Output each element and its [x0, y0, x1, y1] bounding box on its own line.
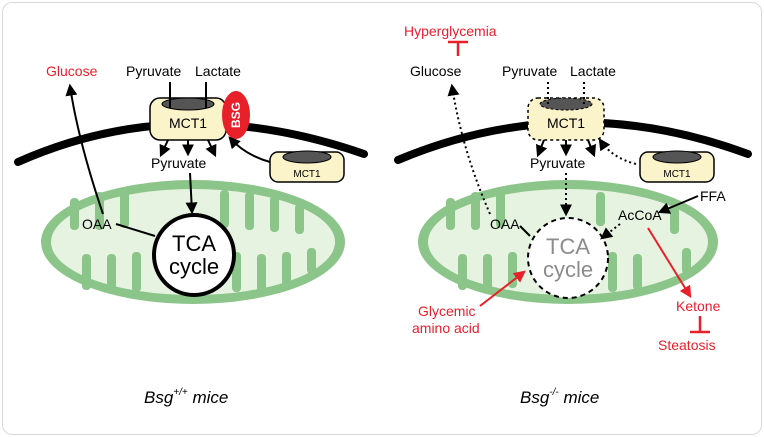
acoa-label: AcCoA	[618, 207, 662, 223]
tca-label: TCA	[546, 234, 590, 259]
panel-wildtype: TCA cycle MCT1 BSG MCT1 Glucose Pyruvate…	[14, 63, 368, 407]
arrow-mct-down-1	[159, 139, 171, 158]
arrow-mct-down-3	[205, 139, 217, 158]
arrow-oaa-to-glucose	[65, 83, 104, 215]
svg-text:MCT1: MCT1	[293, 169, 321, 180]
oaa-label: OAA	[490, 216, 520, 232]
steatosis-label: Steatosis	[658, 337, 716, 353]
mct1-transporter: MCT1	[527, 97, 605, 141]
pyruvate-top-label: Pyruvate	[502, 63, 557, 79]
inhibition-marks	[448, 40, 710, 334]
arrow-aminoacid-to-tca	[479, 270, 526, 307]
glucose-label: Glucose	[46, 63, 98, 79]
cristae	[70, 190, 316, 294]
cristae	[446, 190, 691, 294]
reduced-flux-arrows	[447, 82, 637, 240]
svg-text:MCT1: MCT1	[169, 115, 207, 131]
glycemic-label: Glycemic	[418, 303, 476, 319]
amino-acid-label: amino acid	[412, 320, 480, 336]
panel-knockout: TCA cycle MCT1 MCT1 Hyperglycemia Glucos…	[394, 23, 752, 407]
pyruvate-top-label: Pyruvate	[126, 63, 181, 79]
solid-arrows	[519, 139, 699, 237]
tca-cycle-circle	[527, 217, 609, 299]
pyruvate-label: Pyruvate	[151, 155, 206, 171]
arrow-tca-oaa	[115, 223, 156, 237]
red-arrows	[479, 227, 692, 307]
tca-label: TCA	[172, 231, 216, 256]
lactate-label: Lactate	[570, 63, 616, 79]
arrow-pyruvate-to-tca	[185, 172, 198, 215]
caption-knockout: Bsg-/- mice	[520, 387, 599, 407]
svg-text:MCT1: MCT1	[663, 169, 691, 180]
glucose-label: Glucose	[410, 63, 462, 79]
flux-arrows	[65, 82, 271, 237]
ffa-label: FFA	[700, 188, 726, 204]
svg-text:MCT1: MCT1	[547, 115, 585, 131]
svg-text:BSG: BSG	[229, 102, 243, 128]
hyperglycemia-label: Hyperglycemia	[404, 23, 497, 39]
mct1-free: MCT1	[269, 150, 345, 183]
ketone-label: Ketone	[676, 298, 721, 314]
arrow-acoa-to-ketone	[647, 227, 692, 299]
pyruvate-label: Pyruvate	[530, 155, 585, 171]
mct1-transporter: MCT1	[149, 97, 227, 141]
tca-cycle-circle	[152, 213, 236, 297]
oaa-label: OAA	[82, 216, 112, 232]
mct1-free: MCT1	[639, 150, 715, 183]
cycle-label: cycle	[169, 254, 219, 279]
caption-wildtype: Bsg+/+ mice	[144, 387, 228, 407]
arrow-mct-recruit	[228, 136, 271, 163]
cycle-label: cycle	[543, 257, 593, 282]
bsg-protein: BSG	[222, 91, 250, 139]
lactate-label: Lactate	[195, 63, 241, 79]
